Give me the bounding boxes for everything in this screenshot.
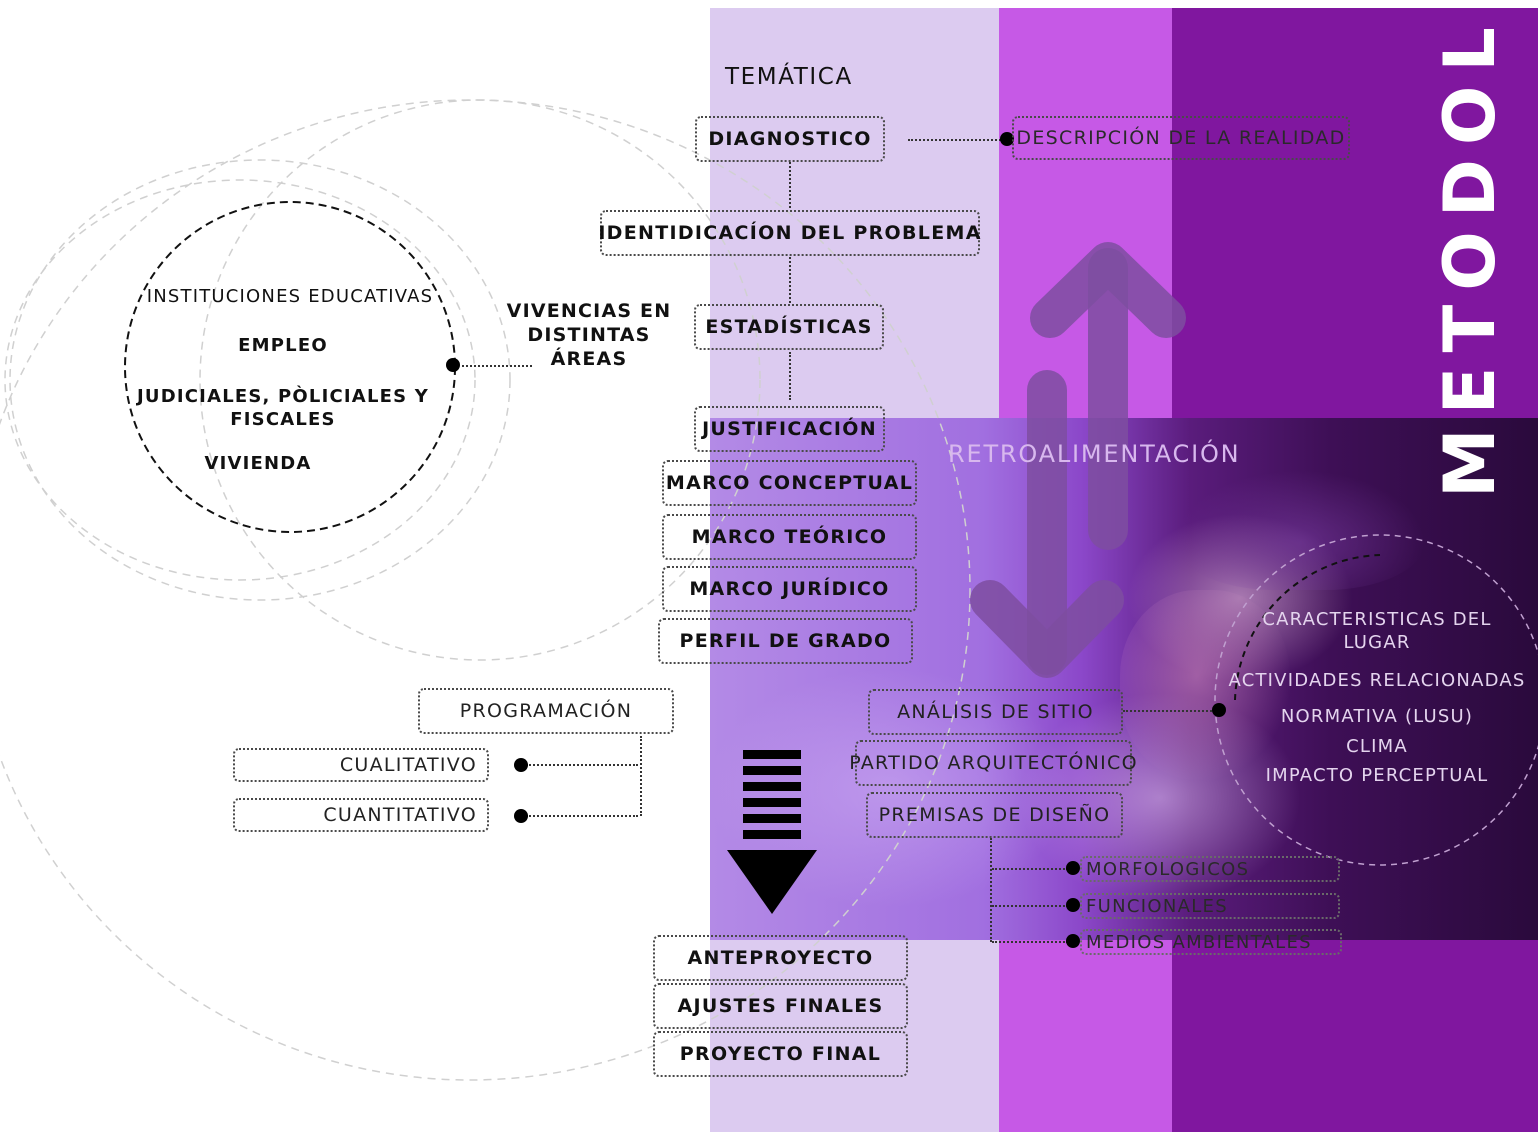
portrait-hat [1175,470,1425,590]
connector-line [789,162,791,208]
connector-dot [1212,703,1226,717]
connector-line [1123,710,1215,712]
site-item-caracteristicas-2: LUGAR [1343,632,1411,653]
connector-line [990,838,992,942]
tematica-heading: TEMÁTICA [725,64,853,90]
site-item-caracteristicas-1: CARACTERISTICAS DEL [1262,609,1492,630]
connector-dot [1000,132,1014,146]
areas-circle [124,201,456,533]
connector-dot [446,358,460,372]
step-perfil-grado: PERFIL DE GRADO [658,618,913,664]
step-marco-conceptual: MARCO CONCEPTUAL [662,460,917,506]
analisis-sitio-box: ANÁLISIS DE SITIO [868,689,1123,735]
retroalimentacion-label: RETROALIMENTACIÓN [948,440,1241,468]
vivencias-line1: VIVENCIAS EN [506,300,672,322]
circle-item-vivienda: VIVIENDA [204,453,312,474]
connector-line [992,905,1068,907]
connector-line [789,257,791,303]
step-diagnostico: DIAGNOSTICO [695,116,885,162]
site-item-impacto: IMPACTO PERCEPTUAL [1265,765,1489,786]
step-estadisticas: ESTADÍSTICAS [694,304,884,350]
connector-dot [514,809,528,823]
connector-line [462,365,532,367]
connector-dot [1066,898,1080,912]
vivencias-line2: DISTINTAS [527,324,651,346]
circle-item-judiciales-1: JUDICIALES, PÒLICIALES Y [137,386,429,407]
circle-item-empleo: EMPLEO [238,335,328,356]
connector-line [526,764,638,766]
step-proyecto-final: PROYECTO FINAL [653,1031,908,1077]
site-item-actividades: ACTIVIDADES RELACIONADAS [1228,670,1526,691]
connector-dot [1066,861,1080,875]
connector-line [640,736,642,816]
connector-dot [514,758,528,772]
vertical-title-text: METODOLÓGIA [1429,20,1511,498]
vivencias-line3: ÁREAS [550,348,628,370]
premisas-item-medios: MEDIOS AMBIENTALES [1080,929,1342,955]
premisas-diseno-box: PREMISAS DE DISEÑO [866,792,1123,838]
cuantitativo-box: CUANTITATIVO [233,798,489,832]
connector-line [992,941,1068,943]
connector-line [789,352,791,400]
connector-line [908,139,1004,141]
connector-line [992,868,1068,870]
connector-dot [1066,934,1080,948]
circle-item-instituciones: INSTITUCIONES EDUCATIVAS [146,286,434,307]
step-anteproyecto: ANTEPROYECTO [653,935,908,981]
circle-item-judiciales-2: FISCALES [230,409,336,430]
step-justificacion: JUSTIFICACIÓN [694,406,885,452]
premisas-item-morfologicos: MORFOLOGICOS [1080,856,1340,882]
site-item-clima: CLIMA [1346,736,1408,757]
vertical-title: METODOLÓGIA [1429,20,1511,498]
cualitativo-box: CUALITATIVO [233,748,489,782]
step-identificacion: IDENTIDICACÍON DEL PROBLEMA [598,210,980,256]
step-ajustes-finales: AJUSTES FINALES [653,983,908,1029]
connector-line [526,815,638,817]
step-marco-juridico: MARCO JURÍDICO [662,566,917,612]
descripcion-realidad-box: DESCRIPCIÓN DE LA REALIDAD [1012,116,1350,160]
programacion-box: PROGRAMACIÓN [418,688,674,734]
partido-arquitectonico-box: PARTIDO ARQUITECTÓNICO [849,740,1137,786]
premisas-item-funcionales: FUNCIONALES [1080,893,1340,919]
step-marco-teorico: MARCO TEÓRICO [662,514,917,560]
site-item-normativa: NORMATIVA (LUSU) [1280,706,1474,727]
